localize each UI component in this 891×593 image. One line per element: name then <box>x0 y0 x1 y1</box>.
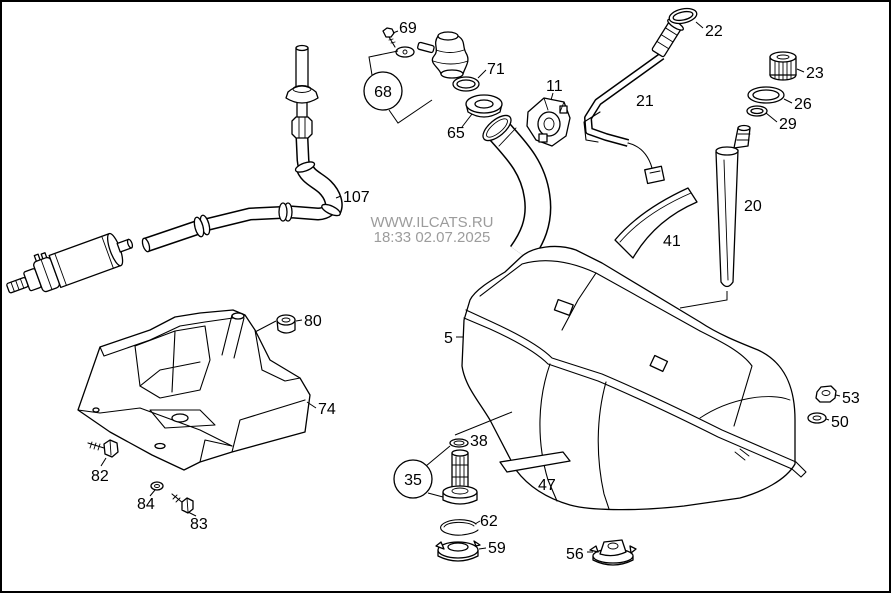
nut-53 <box>815 385 837 403</box>
callout-41[interactable]: 41 <box>663 233 681 250</box>
retaining-clip <box>440 519 479 536</box>
fuel-tank <box>461 245 807 511</box>
callout-74[interactable]: 74 <box>318 401 336 418</box>
watermark-timestamp: 18:33 02.07.2025 <box>374 229 491 246</box>
grommet <box>465 94 503 118</box>
callout-56[interactable]: 56 <box>566 546 584 563</box>
seal-ring <box>668 7 698 25</box>
callout-23[interactable]: 23 <box>806 65 824 82</box>
callout-38[interactable]: 38 <box>470 433 488 450</box>
fuel-line <box>141 44 343 253</box>
fuel-pump <box>6 232 134 294</box>
callout-53[interactable]: 53 <box>842 390 860 407</box>
callout-107[interactable]: 107 <box>343 189 370 206</box>
callout-71[interactable]: 71 <box>487 61 505 78</box>
filler-neck <box>482 114 552 262</box>
callout-83[interactable]: 83 <box>190 516 208 533</box>
cap <box>769 51 797 81</box>
callout-69[interactable]: 69 <box>399 20 417 37</box>
filter-assembly <box>442 438 478 505</box>
callout-47[interactable]: 47 <box>538 477 556 494</box>
rubber-boot <box>417 31 469 79</box>
callout-62[interactable]: 62 <box>480 513 498 530</box>
pad-strip <box>614 187 698 259</box>
callout-22[interactable]: 22 <box>705 23 723 40</box>
suction-tube <box>715 124 751 288</box>
washer-50 <box>807 412 827 424</box>
fuel-level-sender <box>583 18 684 185</box>
group-circle-35[interactable] <box>393 459 433 499</box>
group-circle-68[interactable] <box>363 71 403 111</box>
lock-nut <box>435 540 481 562</box>
screw-small <box>382 27 415 58</box>
pad-flat <box>499 451 571 473</box>
o-ring-small <box>746 105 768 117</box>
screw-82 <box>87 439 119 458</box>
washer-84 <box>150 481 164 491</box>
callout-82[interactable]: 82 <box>91 468 109 485</box>
callout-80[interactable]: 80 <box>304 313 322 330</box>
callout-84[interactable]: 84 <box>137 496 155 513</box>
heat-shield <box>77 309 311 471</box>
callout-11[interactable]: 11 <box>546 78 563 95</box>
screw-83 <box>171 493 194 514</box>
o-ring-large <box>747 86 785 104</box>
grommet-shield <box>276 314 296 334</box>
callout-50[interactable]: 50 <box>831 414 849 431</box>
seal-ring-small <box>452 76 480 92</box>
bracket-56 <box>589 539 637 566</box>
leader-lines <box>100 21 841 553</box>
callout-68[interactable]: 68 <box>374 84 392 101</box>
callout-35[interactable]: 35 <box>404 472 422 489</box>
callout-65[interactable]: 65 <box>447 125 465 142</box>
callout-26[interactable]: 26 <box>794 96 812 113</box>
watermark-site: WWW.ILCATS.RU <box>370 214 493 231</box>
valve <box>526 97 571 147</box>
callout-29[interactable]: 29 <box>779 116 797 133</box>
callout-59[interactable]: 59 <box>488 540 506 557</box>
callout-20[interactable]: 20 <box>744 198 762 215</box>
callout-5[interactable]: 5 <box>444 330 453 347</box>
callout-21[interactable]: 21 <box>636 93 654 110</box>
